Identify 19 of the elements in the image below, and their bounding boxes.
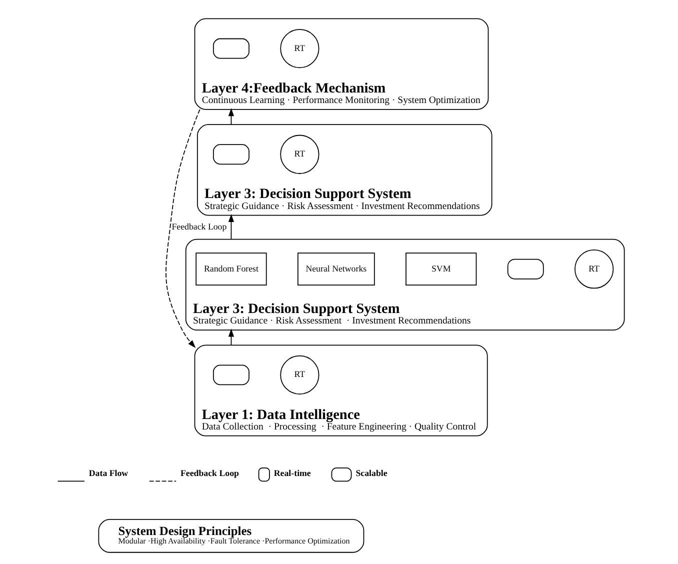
edge-label: Feedback Loop [171,222,226,232]
legend-label: Feedback Loop [180,468,238,478]
node-circle: RT [280,355,319,394]
legend-label: Scalable [355,468,387,478]
node-box [212,364,249,386]
arrow [228,214,234,240]
node-box [212,38,249,59]
node-box: SVM [405,252,476,286]
node-box: System Design Principles Modular ·High Availability ·Fault Tolerance ·Performance Optimization [98,519,364,553]
legend-label: Real-time [273,468,310,478]
node-box: Random Forest [195,252,266,286]
node-box [212,144,249,165]
node-box [506,258,544,280]
arrow [165,109,200,348]
node-box: Neural Networks [296,252,374,286]
legend-label: Data Flow [88,468,128,478]
node-circle: RT [574,250,614,289]
node-circle: RT [280,28,319,68]
node-circle: RT [280,134,319,174]
